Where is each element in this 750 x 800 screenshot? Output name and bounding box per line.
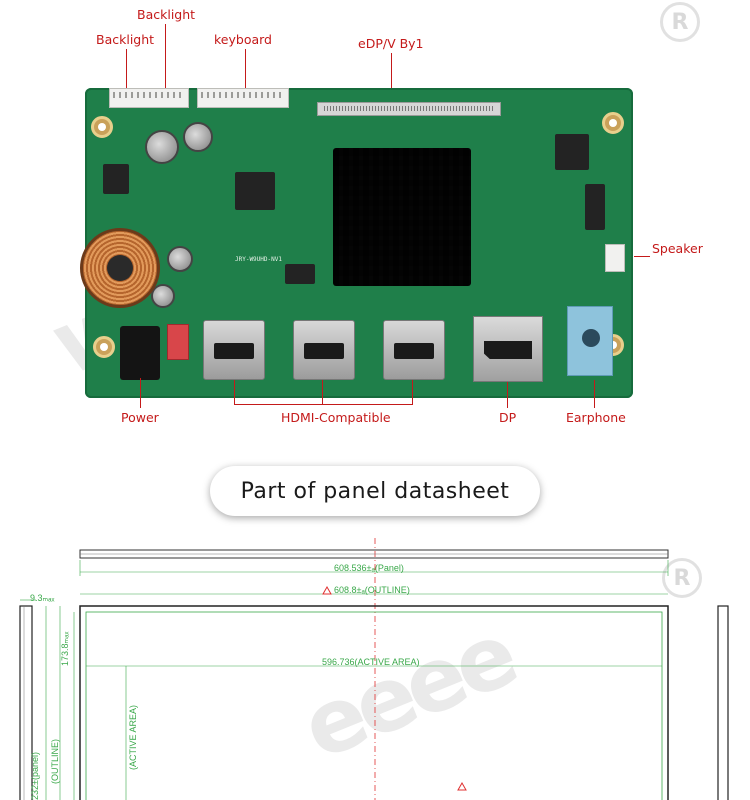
dim-panel-width: 608.536±ₐ(Panel) [334,563,404,573]
dp-port [473,316,543,382]
dim-active-area: 596.736(ACTIVE AREA) [322,657,420,667]
dim-active-vert: (ACTIVE AREA) [128,704,138,770]
section-title: Part of panel datasheet [210,466,540,516]
warning-triangle-icon [322,585,332,595]
dim-thickness: 9.3ₘₐₓ [30,593,55,603]
keyboard-connector [197,88,289,108]
mount-hole [93,336,115,358]
ic-chip [103,164,129,194]
leader-line [165,24,166,96]
ic-chip [235,172,275,210]
capacitor [183,122,213,152]
pcb-board: JRY-W9UHD-NV1 [80,88,633,398]
ic-chip [555,134,589,170]
ic-chip [285,264,315,284]
capacitor [167,246,193,272]
hdmi-port [203,320,265,380]
label-earphone: Earphone [566,410,626,425]
label-speaker: Speaker [652,241,703,256]
label-edp: eDP/V By1 [358,36,424,51]
label-dp: DP [499,410,517,425]
label-backlight-top: Backlight [137,7,196,22]
panel-drawing: 608.536±ₐ(Panel) 608.8±ₐ(OUTLINE) 596.73… [0,538,750,800]
leader-line [234,380,235,404]
label-power: Power [121,410,159,425]
mount-hole [602,112,624,134]
ic-chip [585,184,605,230]
capacitor [145,130,179,164]
drawing-svg [19,538,729,800]
label-keyboard: keyboard [214,32,272,47]
warning-triangle-icon [457,781,467,791]
leader-line [634,256,650,257]
mount-hole [91,116,113,138]
registered-mark-icon: R [662,558,702,598]
edp-connector [317,102,501,116]
leader-line [412,380,413,404]
hdmi-port [383,320,445,380]
dim-outline-width: 608.8±ₐ(OUTLINE) [334,585,410,595]
leader-line [140,378,141,408]
leader-line [391,53,392,105]
dim-height: 173.8ₘₐₓ [60,631,70,666]
leader-line [594,380,595,408]
leader-line [234,404,413,405]
dim-outline-vert: (OUTLINE) [50,739,60,784]
heatsink [333,148,471,286]
dim-panel-height: 232±(panel) [30,752,40,800]
power-jack [120,326,160,380]
leader-line [507,382,508,408]
backlight-connector [109,88,189,108]
label-hdmi: HDMI-Compatible [281,410,391,425]
label-backlight: Backlight [96,32,155,47]
leader-line [126,49,127,96]
leader-line [245,49,246,96]
capacitor [151,284,175,308]
inductor-coil [80,228,160,308]
earphone-jack [567,306,613,376]
registered-mark-icon: R [660,2,700,42]
hdmi-port [293,320,355,380]
power-connector [167,324,189,360]
leader-line [322,380,323,404]
speaker-connector [605,244,625,272]
pcb-silkscreen: JRY-W9UHD-NV1 [235,256,282,263]
